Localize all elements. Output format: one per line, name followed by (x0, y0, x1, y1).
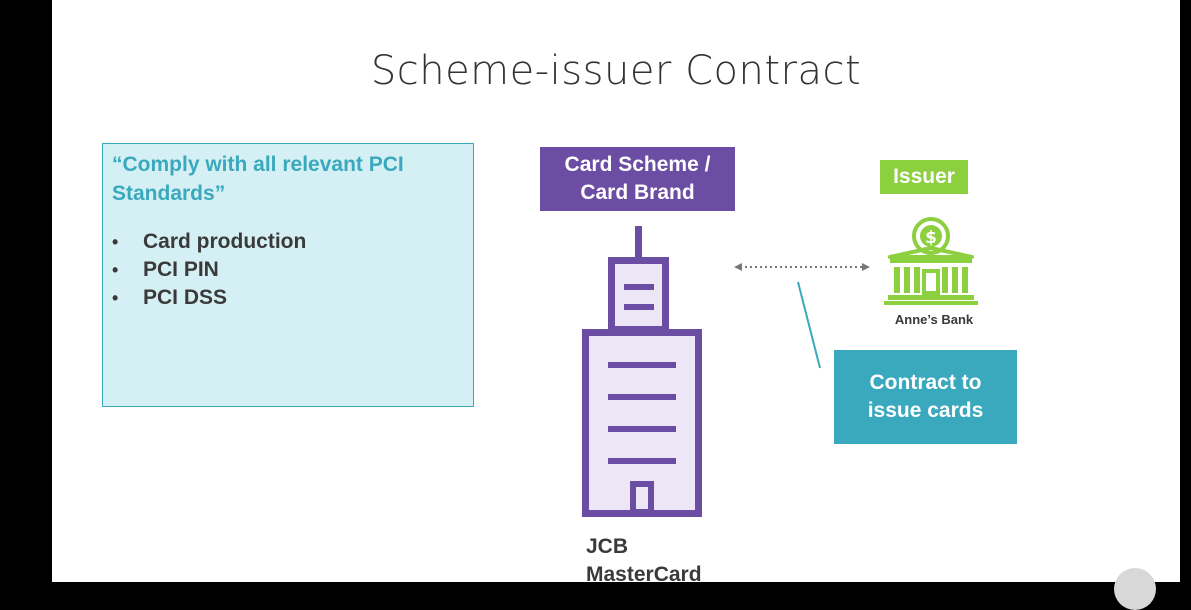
slide-title: Scheme-issuer Contract (370, 48, 862, 94)
double-headed-arrow-icon (734, 263, 870, 271)
bank-with-dollar-icon: $ (884, 217, 978, 305)
bullet-list: Card production PCI PIN PCI DSS (112, 228, 464, 312)
player-control-button[interactable] (1114, 568, 1156, 610)
connector-line (797, 281, 821, 369)
brand-name: JCB (586, 535, 629, 558)
bullet-item: Card production (112, 228, 464, 256)
contract-callout-line1: Contract to (869, 371, 982, 394)
svg-text:$: $ (925, 228, 937, 248)
issuer-label: Issuer (880, 160, 968, 194)
office-building-icon (582, 226, 702, 517)
bank-name: Anne’s Bank (894, 312, 974, 327)
card-scheme-label-line2: Card Brand (580, 181, 695, 204)
quote-box: “Comply with all relevant PCI Standards”… (102, 143, 474, 407)
card-scheme-label-line1: Card Scheme / (564, 153, 711, 176)
contract-callout: Contract to issue cards (834, 350, 1017, 444)
slide: Scheme-issuer Contract “Comply with all … (52, 0, 1180, 582)
brand-names: JCB MasterCard (586, 533, 702, 582)
card-scheme-label: Card Scheme / Card Brand (540, 147, 735, 211)
brand-name: MasterCard (586, 563, 702, 582)
bullet-item: PCI DSS (112, 284, 464, 312)
quote-text: “Comply with all relevant PCI Standards” (112, 153, 404, 205)
bullet-item: PCI PIN (112, 256, 464, 284)
contract-callout-line2: issue cards (867, 399, 984, 422)
